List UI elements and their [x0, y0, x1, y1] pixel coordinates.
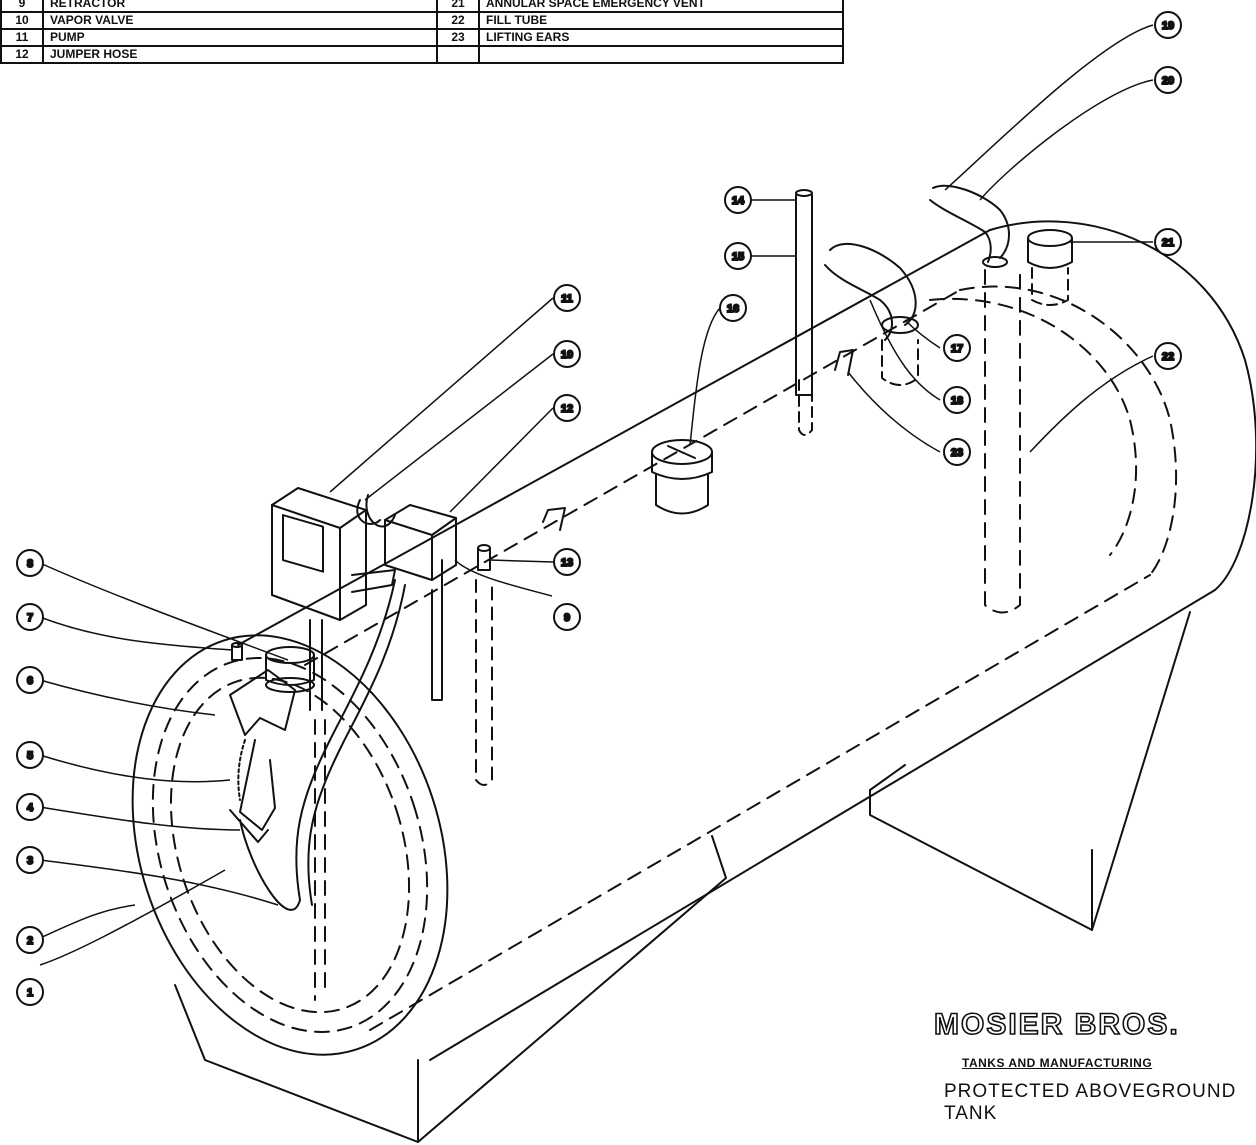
small-fitting-7	[231, 642, 243, 661]
callout-19: 19	[1154, 11, 1182, 39]
part-name: JUMPER HOSE	[42, 45, 438, 64]
callout-5: 5	[16, 741, 44, 769]
fill-cap-16	[651, 439, 713, 515]
callout-17: 17	[943, 334, 971, 362]
part-name: ANNULAR SPACE EMERGENCY VENT	[478, 0, 844, 13]
leader-lines	[39, 24, 1154, 966]
part-number: 11	[0, 28, 44, 47]
company-logo-text: MOSIER BROS.	[933, 1007, 1180, 1042]
jumper-hose	[356, 494, 396, 528]
callout-14: 14	[724, 186, 752, 214]
svg-text:3: 3	[27, 855, 33, 867]
gauge-pipe-13	[475, 544, 493, 786]
part-name	[478, 45, 844, 64]
part-number: 10	[0, 11, 44, 30]
part-number: 22	[436, 11, 480, 30]
part-number: 9	[0, 0, 44, 13]
callout-11: 11	[553, 284, 581, 312]
part-number: 12	[0, 45, 44, 64]
pump	[271, 487, 396, 621]
drawing-caption: PROTECTED ABOVEGROUND TANK	[944, 1081, 1237, 1124]
svg-text:19: 19	[1162, 20, 1174, 32]
svg-text:11: 11	[561, 293, 573, 305]
part-name: VAPOR VALVE	[42, 11, 438, 30]
callout-1: 1	[16, 978, 44, 1006]
part-number	[436, 45, 480, 64]
svg-text:15: 15	[732, 251, 744, 263]
callout-23: 23	[943, 438, 971, 466]
callout-20: 20	[1154, 66, 1182, 94]
annular-vent-21	[1027, 229, 1073, 306]
nozzle-retractor	[229, 669, 296, 843]
svg-text:9: 9	[564, 612, 570, 624]
callout-2: 2	[16, 926, 44, 954]
callout-7: 7	[16, 603, 44, 631]
emergency-vent-front	[265, 646, 315, 693]
callout-3: 3	[16, 846, 44, 874]
rear-saddle	[869, 611, 1191, 931]
part-name: PUMP	[42, 28, 438, 47]
callout-18: 18	[943, 386, 971, 414]
callout-10: 10	[553, 340, 581, 368]
svg-text:17: 17	[951, 343, 963, 355]
fill-tube-22	[984, 269, 1021, 614]
part-name: RETRACTOR	[42, 0, 438, 13]
callout-21: 21	[1154, 228, 1182, 256]
svg-text:16: 16	[727, 303, 739, 315]
callout-6: 6	[16, 666, 44, 694]
svg-text:1: 1	[27, 987, 33, 999]
part-number: 23	[436, 28, 480, 47]
callout-13: 13	[553, 548, 581, 576]
table-row: 9 RETRACTOR 21 ANNULAR SPACE EMERGENCY V…	[0, 0, 844, 13]
svg-text:18: 18	[951, 395, 963, 407]
svg-text:2: 2	[27, 935, 33, 947]
part-number: 21	[436, 0, 480, 13]
table-row: 10 VAPOR VALVE 22 FILL TUBE	[0, 11, 844, 30]
inner-tank-hidden-lines	[304, 285, 1178, 1031]
lifting-ear-rear	[834, 349, 854, 376]
callout-9: 9	[553, 603, 581, 631]
callout-12: 12	[553, 394, 581, 422]
tank-shell	[237, 220, 1256, 1061]
part-name: LIFTING EARS	[478, 28, 844, 47]
parts-table: 9 RETRACTOR 21 ANNULAR SPACE EMERGENCY V…	[0, 0, 844, 64]
svg-text:13: 13	[561, 557, 573, 569]
svg-text:21: 21	[1162, 237, 1174, 249]
vapor-valve	[384, 504, 457, 701]
svg-text:23: 23	[951, 447, 963, 459]
suction-pipe	[309, 619, 326, 1001]
table-row: 11 PUMP 23 LIFTING EARS	[0, 28, 844, 47]
callout-8: 8	[16, 549, 44, 577]
vent-pipe-14-15	[795, 189, 813, 436]
callout-4: 4	[16, 793, 44, 821]
table-row: 12 JUMPER HOSE	[0, 45, 844, 64]
part-name: FILL TUBE	[478, 11, 844, 30]
front-end-cap	[131, 634, 449, 1056]
svg-text:5: 5	[27, 750, 33, 762]
company-subtitle: TANKS AND MANUFACTURING	[962, 1056, 1153, 1070]
vent-elbow-17	[824, 242, 919, 386]
svg-text:7: 7	[27, 612, 33, 624]
svg-text:6: 6	[27, 675, 33, 687]
svg-text:10: 10	[561, 349, 573, 361]
svg-text:20: 20	[1162, 75, 1174, 87]
svg-text:4: 4	[27, 802, 34, 814]
dispensing-hose	[239, 579, 406, 911]
lifting-ear-front	[542, 507, 566, 531]
front-saddle	[174, 835, 727, 1143]
callout-16: 16	[719, 294, 747, 322]
svg-text:14: 14	[732, 195, 745, 207]
svg-text:8: 8	[27, 558, 33, 570]
fill-elbow-19-20	[929, 184, 1010, 268]
callout-22: 22	[1154, 342, 1182, 370]
callout-15: 15	[724, 242, 752, 270]
svg-text:22: 22	[1162, 351, 1174, 363]
svg-text:12: 12	[561, 403, 573, 415]
